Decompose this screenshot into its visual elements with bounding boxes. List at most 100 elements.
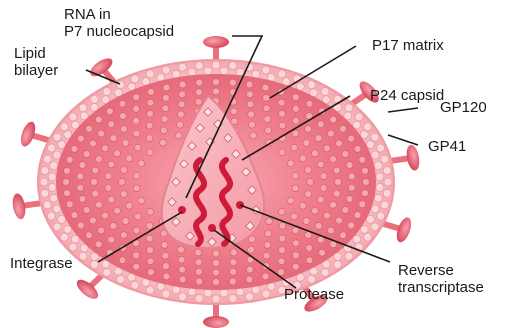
matrix-protein	[122, 218, 129, 225]
matrix-protein	[213, 250, 220, 257]
matrix-protein	[362, 190, 369, 197]
matrix-protein	[133, 94, 140, 101]
matrix-protein	[105, 173, 112, 180]
matrix-protein	[317, 121, 324, 128]
lipid-head	[371, 223, 379, 231]
matrix-protein	[178, 256, 185, 263]
matrix-protein	[179, 276, 186, 283]
lipid-head	[220, 67, 228, 75]
matrix-protein	[278, 99, 285, 106]
matrix-protein	[108, 121, 115, 128]
matrix-protein	[119, 257, 126, 264]
lipid-head	[53, 223, 61, 231]
matrix-protein	[114, 207, 121, 214]
matrix-protein	[292, 263, 299, 270]
matrix-protein	[66, 201, 73, 208]
lipid-head	[229, 294, 237, 302]
matrix-protein	[299, 155, 306, 162]
lipid-head	[79, 104, 87, 112]
matrix-protein	[133, 172, 140, 179]
matrix-protein	[120, 167, 127, 174]
matrix-protein	[133, 117, 140, 124]
matrix-protein	[105, 185, 112, 192]
lipid-head	[345, 252, 353, 260]
matrix-protein	[246, 81, 253, 88]
matrix-protein	[120, 191, 127, 198]
label-lipid-bilayer: Lipid bilayer	[14, 45, 58, 79]
lipid-head	[40, 178, 48, 186]
matrix-protein	[147, 247, 154, 254]
lipid-head	[53, 133, 61, 141]
matrix-protein	[230, 249, 237, 256]
matrix-protein	[160, 139, 167, 146]
lipid-head	[321, 88, 329, 96]
matrix-protein	[86, 125, 93, 132]
matrix-protein	[354, 212, 361, 219]
matrix-protein	[292, 172, 299, 179]
lipid-head	[50, 194, 58, 202]
matrix-protein	[354, 146, 361, 153]
matrix-protein	[102, 145, 109, 152]
matrix-protein	[293, 105, 300, 112]
lipid-head	[178, 63, 186, 71]
matrix-protein	[324, 212, 331, 219]
matrix-protein	[196, 268, 203, 275]
matrix-protein	[330, 201, 337, 208]
lipid-head	[364, 233, 372, 241]
matrix-protein	[196, 89, 203, 96]
matrix-protein	[138, 197, 145, 204]
matrix-protein	[147, 99, 154, 106]
lipid-head	[262, 66, 270, 74]
matrix-protein	[292, 117, 299, 124]
matrix-protein	[213, 260, 220, 267]
lipid-head	[383, 189, 391, 197]
matrix-protein	[91, 179, 98, 186]
matrix-protein	[83, 151, 90, 158]
matrix-protein	[330, 116, 337, 123]
matrix-protein	[362, 167, 369, 174]
lipid-head	[371, 151, 379, 159]
matrix-protein	[126, 155, 133, 162]
matrix-protein	[287, 197, 294, 204]
lipid-head	[43, 201, 51, 209]
matrix-protein	[213, 88, 220, 95]
lipid-head	[366, 141, 374, 149]
matrix-protein	[134, 213, 141, 220]
matrix-protein	[342, 207, 349, 214]
lipid-head	[376, 173, 384, 181]
matrix-protein	[146, 235, 153, 242]
matrix-protein	[175, 132, 182, 139]
lipid-head	[60, 123, 68, 131]
lipid-head	[384, 178, 392, 186]
lipid-head	[212, 61, 220, 69]
matrix-protein	[96, 156, 103, 163]
lipid-head	[246, 293, 254, 301]
lipid-head	[204, 67, 212, 75]
matrix-protein	[64, 190, 71, 197]
matrix-protein	[133, 263, 140, 270]
lipid-head	[355, 113, 363, 121]
matrix-protein	[146, 135, 153, 142]
lipid-head	[116, 81, 124, 89]
lipid-head	[103, 88, 111, 96]
lipid-head	[366, 215, 374, 223]
matrix-protein	[96, 201, 103, 208]
matrix-protein	[317, 161, 324, 168]
matrix-protein	[263, 105, 270, 112]
matrix-protein	[138, 160, 145, 167]
lipid-head	[278, 70, 286, 78]
matrix-protein	[92, 167, 99, 174]
matrix-protein	[266, 218, 273, 225]
matrix-protein	[162, 105, 169, 112]
matrix-protein	[292, 94, 299, 101]
lipid-head	[90, 261, 98, 269]
matrix-protein	[291, 213, 298, 220]
matrix-protein	[160, 127, 167, 134]
matrix-protein	[108, 196, 115, 203]
matrix-protein	[292, 227, 299, 234]
matrix-protein	[336, 217, 343, 224]
matrix-protein	[279, 110, 286, 117]
matrix-protein	[64, 167, 71, 174]
matrix-protein	[229, 79, 236, 86]
matrix-protein	[279, 235, 286, 242]
